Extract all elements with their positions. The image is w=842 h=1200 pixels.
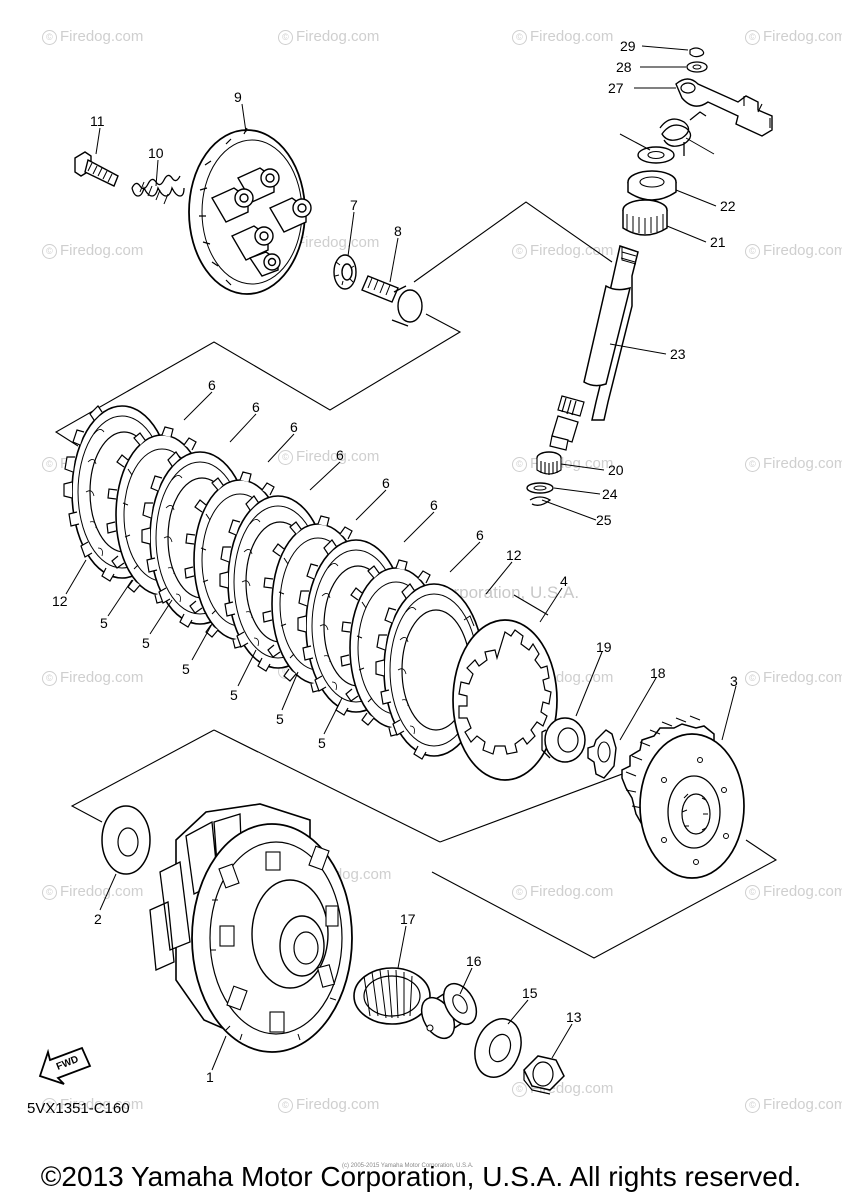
callout-12b: 12 <box>506 547 522 563</box>
callout-7: 7 <box>350 197 358 213</box>
clutch-boss-3 <box>621 715 745 879</box>
watermark: ©Firedog.com <box>745 669 842 686</box>
callout-6b: 6 <box>252 399 260 415</box>
small-bearing-and-lock-washer <box>541 717 617 779</box>
callout-24: 25 <box>596 512 612 528</box>
clutch-plate-stack <box>63 405 485 760</box>
callout-11: 11 <box>90 113 105 129</box>
watermark: ©Firedog.com <box>745 1096 842 1113</box>
callout-18: 19 <box>596 639 612 655</box>
callout-25: 27 <box>608 80 624 96</box>
callout-leader-lines <box>65 45 737 1071</box>
callout-6g: 6 <box>476 527 484 543</box>
collar-15 <box>420 982 478 1040</box>
pressure-plate-assembly <box>74 127 423 327</box>
watermark: ©Firedog.com <box>42 28 143 45</box>
washer-14 <box>474 1018 522 1078</box>
callout-16: 17 <box>400 911 416 927</box>
callout-3: 3 <box>730 673 738 689</box>
callout-6e: 6 <box>382 475 390 491</box>
forward-arrow-icon <box>38 1046 92 1085</box>
callout-5a: 5 <box>100 615 108 631</box>
callout-19: 20 <box>608 462 624 478</box>
watermark: ©Firedog.com <box>512 242 613 259</box>
callout-numbers: 29 28 27 22 21 23 20 24 25 9 10 11 7 8 6… <box>52 38 738 1085</box>
callout-26: 28 <box>616 59 632 75</box>
watermark: ©Firedog.com <box>745 455 842 472</box>
watermark: ©Firedog.com <box>42 669 143 686</box>
callout-21: 22 <box>720 198 736 214</box>
watermark: ©Firedog.com <box>745 242 842 259</box>
callout-27: 29 <box>620 38 636 54</box>
copyright-notice: ©2013 Yamaha Motor Corporation, U.S.A. A… <box>40 1161 802 1192</box>
callout-13: 13 <box>566 1009 582 1025</box>
clutch-housing-1 <box>149 803 353 1053</box>
watermark: ©Firedog.com <box>42 883 143 900</box>
push-lever-shaft-assembly <box>526 47 773 506</box>
callout-5f: 5 <box>318 735 326 751</box>
callout-6d: 6 <box>336 447 344 463</box>
callout-14: 15 <box>522 985 538 1001</box>
callout-5e: 5 <box>276 711 284 727</box>
watermark: ©Firedog.com <box>278 28 379 45</box>
callout-10: 10 <box>148 145 164 161</box>
thrust-washer-2 <box>101 805 151 875</box>
diagram-code: 5VX1351-C160 <box>27 1100 130 1117</box>
callout-20: 21 <box>710 234 726 250</box>
watermark: ©Firedog.com <box>745 883 842 900</box>
callout-1: 1 <box>206 1069 214 1085</box>
callout-2: 2 <box>94 911 102 927</box>
callout-6a: 6 <box>208 377 216 393</box>
callout-5d: 5 <box>230 687 238 703</box>
callout-4: 4 <box>560 573 568 589</box>
needle-bearing-16 <box>353 967 431 1025</box>
watermark: ©Firedog.com <box>512 883 613 900</box>
callout-22: 23 <box>670 346 686 362</box>
watermark: ©Firedog.com <box>512 28 613 45</box>
watermark: ©Firedog.com <box>278 1096 379 1113</box>
watermark: ©Firedog.com <box>42 242 143 259</box>
callout-8: 8 <box>394 223 402 239</box>
callout-6c: 6 <box>290 419 298 435</box>
callout-5c: 5 <box>182 661 190 677</box>
tiny-copyright: (c) 2005-2015 Yamaha Motor Corporation, … <box>342 1163 474 1169</box>
callout-9: 9 <box>234 89 242 105</box>
callout-23: 24 <box>602 486 618 502</box>
plain-plate-4 <box>452 619 558 781</box>
callout-17: 18 <box>650 665 666 681</box>
callout-15: 16 <box>466 953 482 969</box>
callout-6f: 6 <box>430 497 438 513</box>
callout-5b: 5 <box>142 635 150 651</box>
watermark: ©Firedog.com <box>42 1096 143 1113</box>
watermark: ©Firedog.com <box>278 448 379 465</box>
callout-12a: 12 <box>52 593 68 609</box>
watermark: ©Firedog.com <box>745 28 842 45</box>
nut-13 <box>523 1055 565 1095</box>
